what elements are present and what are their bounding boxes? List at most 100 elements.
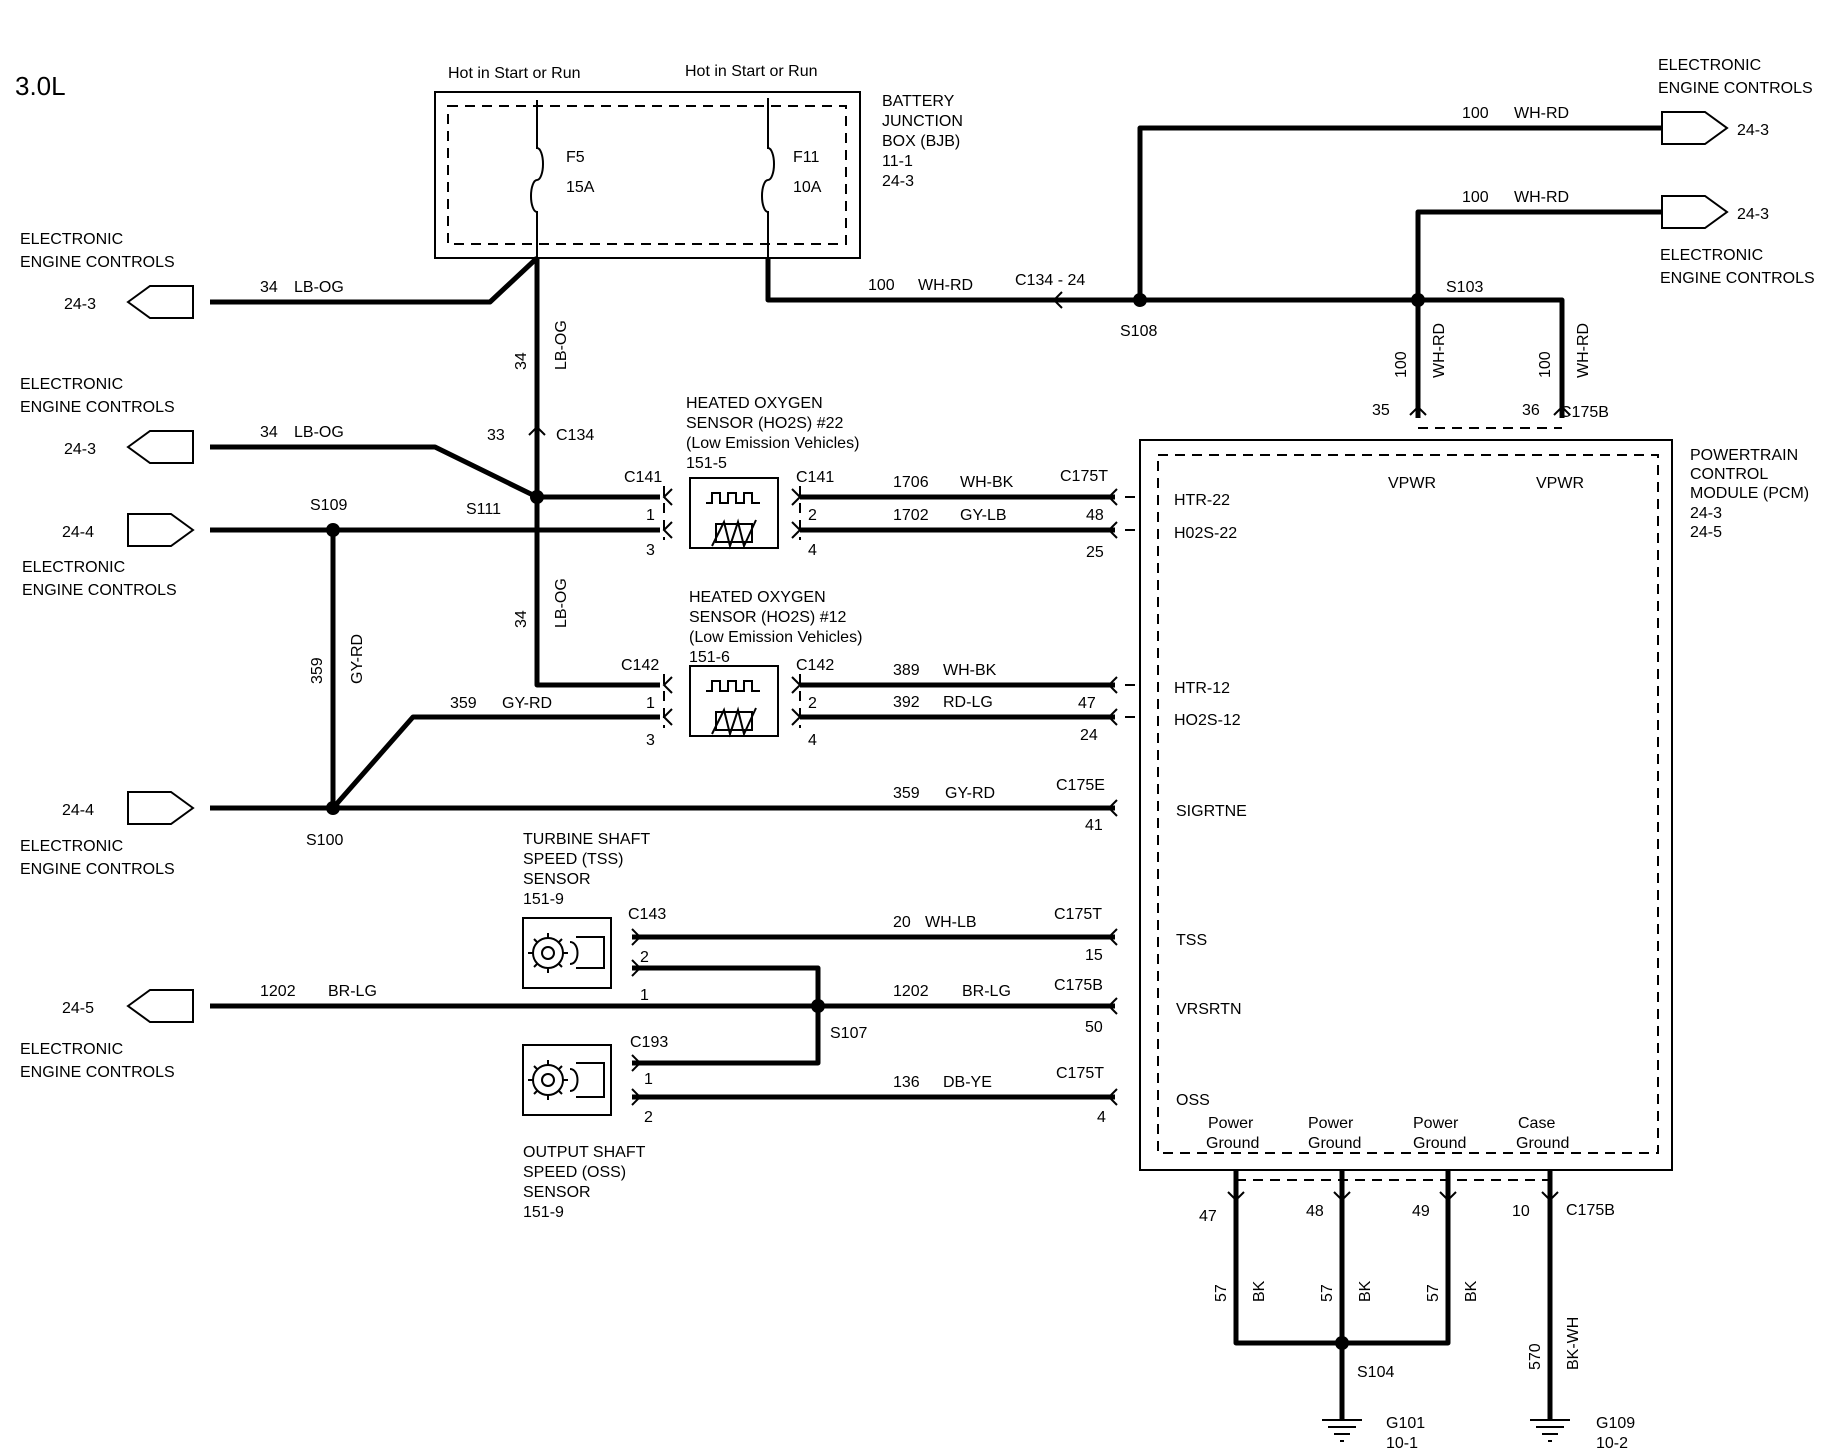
pcm-power-2: Power (1308, 1115, 1354, 1132)
pcm-power-3: Power (1413, 1115, 1459, 1132)
eec-label-5a: ELECTRONIC (20, 1041, 123, 1058)
pcm-module: POWERTRAIN CONTROL MODULE (PCM) 24-3 24-… (1125, 427, 1809, 1181)
pcm-pin-tss: TSS (1176, 932, 1207, 949)
pin-ho2s12-4: 4 (808, 732, 817, 749)
pin-gnd-48: 48 (1306, 1203, 1324, 1220)
oss-label-2: SPEED (OSS) (523, 1164, 626, 1181)
eec-label-7b: ENGINE CONTROLS (1660, 270, 1815, 287)
bjb-hot-label-2: Hot in Start or Run (685, 63, 818, 80)
oss-label-3: SENSOR (523, 1184, 591, 1201)
splice-s111-label: S111 (466, 501, 501, 518)
ho2s22-label-1: HEATED OXYGEN (686, 395, 823, 412)
splice-s100-dot (326, 801, 340, 815)
wire-whrd-d: WH-RD (1431, 323, 1448, 378)
ho2s22-label-2: SENSOR (HO2S) #22 (686, 415, 843, 432)
splice-s104-dot (1335, 1336, 1349, 1350)
oss-label-4: 151-9 (523, 1204, 564, 1221)
wire-lbog-c: LB-OG (553, 320, 570, 370)
pcm-pin-ho2s22: H02S-22 (1174, 525, 1237, 542)
pcm-ref-1: 24-3 (1690, 505, 1722, 522)
conn-c134: C134 (556, 427, 594, 444)
pcm-pin-sigrtn: SIGRTNE (1176, 803, 1247, 820)
ho2s22-label-4: 151-5 (686, 455, 727, 472)
wire-paths (210, 125, 1662, 1420)
wire-389: 389 (893, 662, 920, 679)
oss-sensor: OUTPUT SHAFT SPEED (OSS) SENSOR 151-9 (522, 1044, 646, 1221)
ground-g109-icon (1530, 1419, 1570, 1442)
ref-24-3-d: 24-3 (1737, 206, 1769, 223)
splice-s107-dot (811, 999, 825, 1013)
wire-rdlg: RD-LG (943, 694, 993, 711)
conn-c142-right: C142 (796, 657, 834, 674)
pcm-power-1: Power (1208, 1115, 1254, 1132)
wire-labels: 34 LB-OG 34 LB-OG 34 LB-OG 33 34 LB-OG 1… (260, 105, 1592, 1370)
pcm-ground-2: Ground (1308, 1135, 1361, 1152)
wire-33: 33 (487, 427, 505, 444)
wire-bk-c: BK (1463, 1280, 1480, 1302)
wire-100-d: 100 (1393, 351, 1410, 378)
eec-label-4b: ENGINE CONTROLS (20, 861, 175, 878)
wire-whrd-b: WH-RD (1514, 105, 1569, 122)
pin-oss-1: 1 (644, 1071, 653, 1088)
tss-label-1: TURBINE SHAFT (523, 831, 650, 848)
ref-24-4-b: 24-4 (62, 802, 94, 819)
wire-lbog-b: LB-OG (294, 424, 344, 441)
ho2s22-label-3: (Low Emission Vehicles) (686, 435, 859, 452)
pcm-ground-4: Ground (1516, 1135, 1569, 1152)
wire-20: 20 (893, 914, 911, 931)
fuse-f11-rating: 10A (793, 179, 822, 196)
pin-pcm-25: 25 (1086, 544, 1104, 561)
wire-gyrd-b: GY-RD (502, 695, 552, 712)
pin-ho2s22-1: 1 (646, 507, 655, 524)
splice-s103-label: S103 (1446, 279, 1483, 296)
pcm-pin-htr12: HTR-12 (1174, 680, 1230, 697)
wire-34-d: 34 (513, 610, 530, 628)
pin-gnd-10: 10 (1512, 1203, 1530, 1220)
wire-1202-b: 1202 (893, 983, 929, 1000)
conn-c175t-c: C175T (1056, 1065, 1104, 1082)
wire-359-a: 359 (309, 657, 326, 684)
conn-c193: C193 (630, 1034, 668, 1051)
ho2s12-label-4: 151-6 (689, 649, 730, 666)
eec-label-5b: ENGINE CONTROLS (20, 1064, 175, 1081)
bjb-label-3: BOX (BJB) (882, 133, 960, 150)
pcm-ref-2: 24-5 (1690, 524, 1722, 541)
splice-s103-dot (1411, 293, 1425, 307)
pin-numbers: 1 3 2 4 1 3 2 4 48 25 47 24 41 2 1 15 50… (640, 402, 1540, 1225)
conn-c175b-a: C175B (1054, 977, 1103, 994)
eec-label-2a: ELECTRONIC (20, 376, 123, 393)
pin-gnd-49: 49 (1412, 1203, 1430, 1220)
pin-ho2s12-2: 2 (808, 695, 817, 712)
pin-tss-2: 2 (640, 949, 649, 966)
wire-57-a: 57 (1213, 1284, 1230, 1302)
pcm-label-3: MODULE (PCM) (1690, 485, 1809, 502)
pin-pcm-48: 48 (1086, 507, 1104, 524)
wire-whbk-a: WH-BK (960, 474, 1014, 491)
splice-dots (326, 293, 1425, 1350)
wire-1706: 1706 (893, 474, 929, 491)
pin-pcm-50: 50 (1085, 1019, 1103, 1036)
ground-g109-ref: 10-2 (1596, 1435, 1628, 1452)
diagram-title: 3.0L (15, 71, 66, 101)
wire-gyrd-a: GY-RD (349, 634, 366, 684)
pin-ho2s12-3: 3 (646, 732, 655, 749)
pcm-pin-ho2s12: HO2S-12 (1174, 712, 1241, 729)
ref-24-3-a: 24-3 (64, 296, 96, 313)
eec-label-3a: ELECTRONIC (22, 559, 125, 576)
bjb-label-2: JUNCTION (882, 113, 963, 130)
ground-g101-label: G101 (1386, 1415, 1425, 1432)
wire-570: 570 (1527, 1343, 1544, 1370)
offpage-connectors (126, 111, 1729, 1023)
conn-c175t-a: C175T (1060, 468, 1108, 485)
fuse-f11-name: F11 (793, 149, 819, 166)
wire-bkwh: BK-WH (1565, 1317, 1582, 1370)
wire-whrd-a: WH-RD (918, 277, 973, 294)
conn-c175b-top: C175B (1560, 404, 1609, 421)
splice-labels: S109 S111 S100 S108 S103 S107 S104 (306, 279, 1483, 1381)
oss-label-1: OUTPUT SHAFT (523, 1144, 646, 1161)
wire-whrd-c: WH-RD (1514, 189, 1569, 206)
eec-label-2b: ENGINE CONTROLS (20, 399, 175, 416)
conn-c175e: C175E (1056, 777, 1105, 794)
ho2s12-label-1: HEATED OXYGEN (689, 589, 826, 606)
